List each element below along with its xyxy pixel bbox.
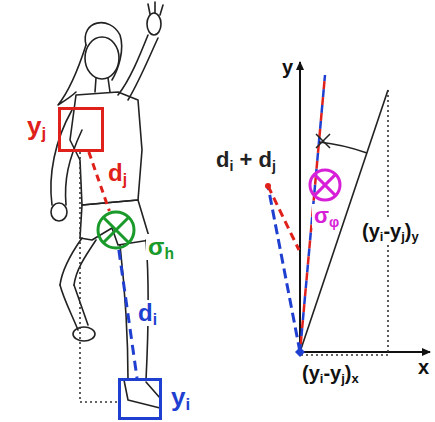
- node-label: σh: [146, 234, 176, 260]
- node-label: yj: [25, 112, 48, 141]
- subscript: i: [229, 158, 233, 174]
- edge-label: di: [136, 300, 159, 326]
- dashed-connector: [119, 250, 137, 378]
- axis-label: x: [416, 356, 431, 378]
- keypoint-box: yi: [118, 378, 162, 420]
- subscript: i: [153, 311, 157, 328]
- subscript: j: [272, 158, 276, 174]
- node-label: σφ: [312, 204, 341, 228]
- circle-outline: [308, 168, 342, 202]
- subscript: j: [123, 171, 127, 188]
- subscript: y: [412, 229, 419, 244]
- circle-outline: [96, 210, 136, 250]
- gaussian-circle: σh: [96, 210, 136, 250]
- subscript: i: [185, 395, 190, 414]
- subscript: i: [320, 371, 324, 386]
- coordinate-plot: [265, 62, 430, 357]
- gaussian-circle: σφ: [308, 168, 342, 202]
- girl-figure: [51, 2, 163, 408]
- subscript: i: [380, 229, 384, 244]
- subscript: j: [41, 124, 46, 143]
- subscript: φ: [329, 214, 339, 230]
- dimension-label: (yi-yj)x: [300, 362, 361, 384]
- dotted-guide: [80, 152, 118, 402]
- vector-label: di + dj: [214, 148, 278, 172]
- keypoint-box: yj: [58, 107, 104, 152]
- subscript: x: [352, 371, 359, 386]
- subscript: j: [401, 229, 405, 244]
- axis-label: y: [280, 56, 295, 78]
- edge-label: dj: [106, 160, 129, 186]
- subscript: j: [341, 371, 345, 386]
- subscript: h: [164, 245, 174, 262]
- dimension-label: (yi-yj)y: [360, 220, 421, 242]
- node-label: yi: [169, 383, 192, 412]
